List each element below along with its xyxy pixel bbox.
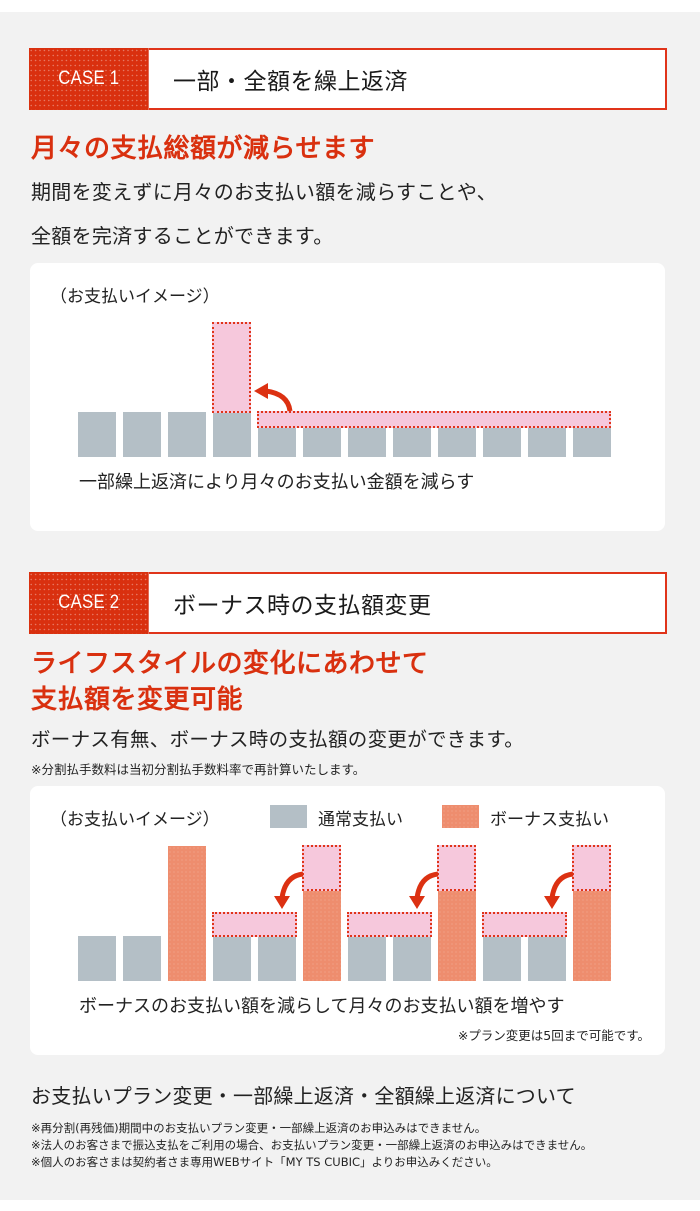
increased-amount-strip bbox=[347, 912, 432, 937]
legend-label-bonus: ボーナス支払い bbox=[490, 810, 609, 830]
normal-payment-bar bbox=[528, 936, 566, 981]
normal-payment-bar bbox=[123, 412, 161, 457]
footer-note: ※再分割(再残価)期間中のお支払いプラン変更・一部繰上返済のお申込みはできません… bbox=[31, 1121, 487, 1135]
increased-amount-strip bbox=[482, 912, 567, 937]
bonus-payment-bar bbox=[438, 890, 476, 981]
case2-note: ※分割払手数料は当初分割払手数料率で再計算いたします。 bbox=[31, 762, 366, 777]
case2-title: ボーナス時の支払額変更 bbox=[149, 572, 667, 634]
legend-swatch-bonus bbox=[442, 805, 479, 828]
case2-image-label: （お支払いイメージ） bbox=[50, 810, 220, 830]
reduced-payment-bar bbox=[258, 427, 296, 457]
bonus-payment-bar bbox=[573, 890, 611, 981]
case2-body: ボーナス有無、ボーナス時の支払額の変更ができます。 bbox=[31, 728, 525, 751]
case2-plan-change-note: ※プラン変更は5回まで可能です。 bbox=[457, 1028, 650, 1043]
normal-payment-bar bbox=[168, 412, 206, 457]
case1-title: 一部・全額を繰上返済 bbox=[149, 48, 667, 110]
increased-amount-strip bbox=[212, 912, 297, 937]
case2-headline: ライフスタイルの変化にあわせて 支払額を変更可能 bbox=[31, 646, 429, 718]
reduced-bonus-block bbox=[437, 845, 476, 891]
legend-swatch-normal bbox=[270, 805, 307, 828]
footer-note: ※法人のお客さまで振込支払をご利用の場合、お支払いプラン変更・一部繰上返済のお申… bbox=[31, 1138, 593, 1152]
footer-note: ※個人のお客さまは契約者さま専用WEBサイト「MY TS CUBIC」よりお申込… bbox=[31, 1155, 498, 1169]
normal-payment-bar bbox=[348, 936, 386, 981]
reduced-payment-bar bbox=[528, 427, 566, 457]
normal-payment-bar bbox=[78, 936, 116, 981]
normal-payment-bar bbox=[78, 412, 116, 457]
bonus-payment-bar bbox=[303, 890, 341, 981]
case1-label: CASE 1 bbox=[29, 48, 149, 110]
reduced-payment-bar bbox=[303, 427, 341, 457]
reduced-payment-bar bbox=[483, 427, 521, 457]
case2-header: CASE 2 ボーナス時の支払額変更 bbox=[29, 572, 667, 634]
normal-payment-bar bbox=[213, 936, 251, 981]
case2-headline-line-2: 支払額を変更可能 bbox=[31, 685, 244, 715]
normal-payment-bar bbox=[123, 936, 161, 981]
case1-header: CASE 1 一部・全額を繰上返済 bbox=[29, 48, 667, 110]
reduced-amount-strip bbox=[257, 411, 611, 428]
case1-headline: 月々の支払総額が減らせます bbox=[31, 134, 375, 164]
footer-notes: ※再分割(再残価)期間中のお支払いプラン変更・一部繰上返済のお申込みはできません… bbox=[31, 1120, 592, 1171]
reduced-bonus-block bbox=[572, 845, 611, 891]
case1-caption: 一部繰上返済により月々のお支払い金額を減らす bbox=[79, 472, 475, 493]
normal-payment-bar bbox=[483, 936, 521, 981]
legend-label-normal: 通常支払い bbox=[318, 810, 403, 830]
reduced-payment-bar bbox=[573, 427, 611, 457]
case2-label: CASE 2 bbox=[29, 572, 149, 634]
case2-caption: ボーナスのお支払い額を減らして月々のお支払い額を増やす bbox=[79, 996, 565, 1017]
prepayment-block bbox=[212, 322, 251, 413]
case1-image-card bbox=[30, 263, 665, 531]
normal-payment-bar bbox=[393, 936, 431, 981]
normal-payment-bar bbox=[258, 936, 296, 981]
case2-headline-line-1: ライフスタイルの変化にあわせて bbox=[31, 649, 429, 679]
reduced-payment-bar bbox=[348, 427, 386, 457]
case1-body-line-2: 全額を完済することができます。 bbox=[31, 224, 334, 248]
case1-body: 期間を変えずに月々のお支払い額を減らすことや、 全額を完済することができます。 bbox=[31, 170, 497, 258]
case1-image-label: （お支払いイメージ） bbox=[50, 287, 220, 307]
normal-payment-bar bbox=[213, 412, 251, 457]
footer-title: お支払いプラン変更・一部繰上返済・全額繰上返済について bbox=[31, 1084, 576, 1108]
reduced-payment-bar bbox=[393, 427, 431, 457]
reduced-payment-bar bbox=[438, 427, 476, 457]
bonus-payment-bar bbox=[168, 846, 206, 981]
reduced-bonus-block bbox=[302, 845, 341, 891]
case1-body-line-1: 期間を変えずに月々のお支払い額を減らすことや、 bbox=[31, 180, 497, 204]
